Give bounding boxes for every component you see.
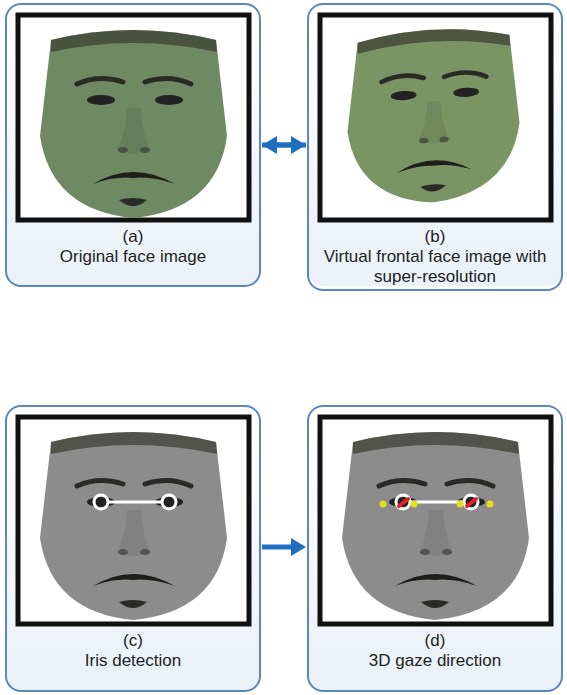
photo-c xyxy=(18,417,249,624)
caption: (b)Virtual frontal face image with super… xyxy=(315,227,555,287)
panel-box: (d)3D gaze direction xyxy=(307,405,563,692)
panel-box: (b)Virtual frontal face image with super… xyxy=(307,3,563,291)
photo-a xyxy=(18,15,249,220)
arrow-head xyxy=(262,136,277,154)
caption: (a)Original face image xyxy=(13,227,253,267)
panel-box: (a)Original face image xyxy=(5,3,261,287)
flow-arrow xyxy=(262,136,306,154)
panel-caption: Virtual frontal face image with super-re… xyxy=(315,247,555,287)
panel-caption: 3D gaze direction xyxy=(315,651,555,671)
caption: (c)Iris detection xyxy=(13,631,253,671)
panel-caption: Iris detection xyxy=(13,651,253,671)
flow-arrow xyxy=(262,538,306,556)
panel-letter: (d) xyxy=(315,631,555,651)
flow-arrow xyxy=(262,136,306,154)
caption: (d)3D gaze direction xyxy=(315,631,555,671)
panel-letter: (c) xyxy=(13,631,253,651)
panel-letter: (a) xyxy=(13,227,253,247)
arrow-shaft xyxy=(277,143,306,148)
panel-caption: Original face image xyxy=(13,247,253,267)
panel-grounds xyxy=(6,4,562,691)
arrow-head xyxy=(291,538,306,556)
photo-d xyxy=(320,417,551,624)
panel-letter: (b) xyxy=(315,227,555,247)
photo-b xyxy=(320,15,551,220)
arrow-shaft xyxy=(262,545,291,550)
panel-box: (c)Iris detection xyxy=(5,405,261,692)
